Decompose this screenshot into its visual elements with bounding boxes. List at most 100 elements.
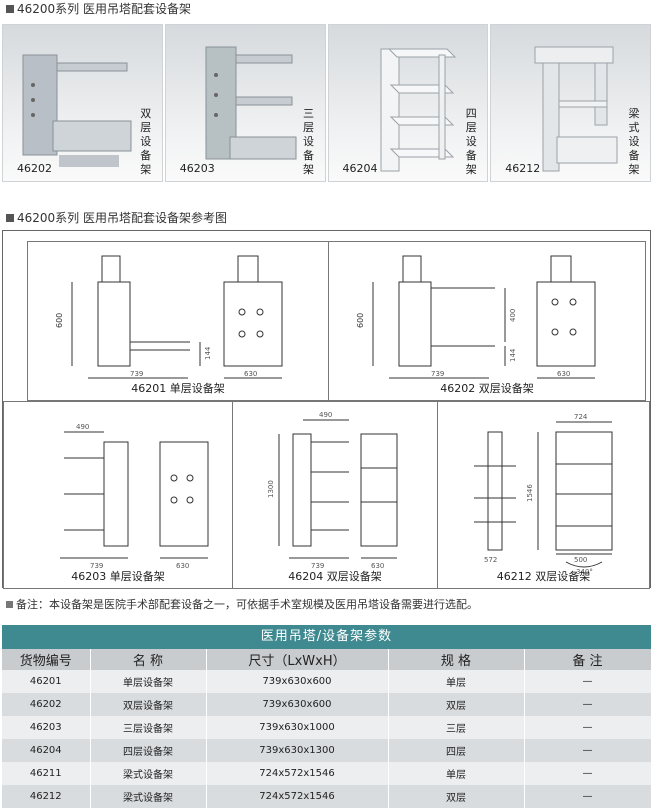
drawing-46204: 490 1300 739 630 46204 双层设备架 — [232, 401, 438, 589]
product-photo-46202: 46202 双层设备架 — [2, 24, 163, 182]
dim-label: 630 — [557, 370, 570, 378]
table-cell: 单层 — [388, 762, 525, 785]
table-cell: 46201 — [2, 670, 91, 693]
photo-label: 双层设备架 — [140, 107, 152, 176]
table-cell: 46204 — [2, 739, 91, 762]
table-row: 46204 四层设备架 739x630x1300 四层 — — [2, 739, 652, 762]
table-cell: 单层 — [388, 670, 525, 693]
drawing-46204-art: 490 1300 739 630 — [267, 411, 398, 570]
table-cell: 724x572x1546 — [206, 762, 389, 785]
dim-label: 600 — [55, 313, 64, 328]
col-header: 备 注 — [524, 649, 652, 670]
table-cell: 双层 — [388, 785, 525, 808]
table-cell: 739x630x600 — [206, 670, 389, 693]
remark-text: 备注：本设备架是医院手术部配套设备之一，可依据手术室规模及医用吊塔设备需要进行选… — [16, 598, 478, 611]
photo-code: 46202 — [17, 162, 52, 175]
drawing-caption: 46201 单层设备架 — [131, 382, 225, 395]
dim-label: 144 — [509, 348, 517, 362]
section-title-text: 46200系列 医用吊塔配套设备架 — [17, 2, 191, 16]
col-header: 规 格 — [388, 649, 525, 670]
col-header: 尺寸（LxWxH） — [206, 649, 389, 670]
triple-shelf-rack-image — [205, 46, 297, 160]
photo-code: 46203 — [179, 162, 215, 175]
col-header: 货物编号 — [2, 649, 91, 670]
table-cell: 46202 — [2, 693, 91, 716]
dim-label: 500 — [574, 556, 587, 564]
reference-drawings: 600 739 630 144 46201 单层设备架 600 739 630 … — [2, 230, 651, 589]
drawing-46212-art: 724 1546 572 500 340° — [474, 413, 613, 576]
table-cell: 46203 — [2, 716, 91, 739]
table-cell: 739x630x600 — [206, 693, 389, 716]
table-cell: — — [524, 762, 652, 785]
dim-label: 490 — [319, 411, 332, 419]
drawing-caption: 46204 双层设备架 — [288, 570, 382, 583]
dim-label: 630 — [244, 370, 257, 378]
product-photo-46203: 46203 三层设备架 — [164, 24, 326, 182]
dim-label: 144 — [204, 346, 212, 360]
table-row: 46202 双层设备架 739x630x600 双层 — — [2, 693, 652, 716]
table-row: 46203 三层设备架 739x630x1000 三层 — — [2, 716, 652, 739]
drawing-caption: 46202 双层设备架 — [440, 382, 534, 395]
table-cell: 739x630x1000 — [206, 716, 389, 739]
product-photo-46204: 46204 四层设备架 — [327, 24, 489, 182]
dim-label: 739 — [130, 370, 143, 378]
product-photo-strip: 46202 双层设备架 46203 三层设备架 46204 四层设备架 — [2, 24, 651, 182]
bullet-square-icon — [6, 213, 14, 222]
params-table: 医用吊塔/设备架参数 货物编号 名 称 尺寸（LxWxH） 规 格 备 注 46… — [2, 625, 652, 808]
photo-code: 46204 — [342, 162, 378, 175]
table-cell: — — [524, 693, 652, 716]
section-title-text: 46200系列 医用吊塔配套设备架参考图 — [17, 211, 227, 225]
dim-label: 400 — [509, 309, 517, 322]
drawing-46203-art: 490 739 630 — [60, 423, 209, 570]
dim-label: 340° — [576, 568, 593, 576]
remark-note: 备注：本设备架是医院手术部配套设备之一，可依据手术室规模及医用吊塔设备需要进行选… — [6, 596, 478, 612]
table-cell: 双层设备架 — [90, 693, 207, 716]
photo-label: 三层设备架 — [303, 107, 314, 176]
table-cell: 46212 — [2, 785, 91, 808]
beam-rack-image — [534, 46, 618, 172]
drawing-caption: 46203 单层设备架 — [71, 570, 165, 583]
drawing-46201-art: 600 739 630 144 — [55, 255, 283, 379]
dim-label: 630 — [371, 562, 384, 570]
params-grid: 货物编号 名 称 尺寸（LxWxH） 规 格 备 注 46201 单层设备架 7… — [2, 649, 652, 808]
dim-label: 572 — [484, 556, 497, 564]
section-title-products: 46200系列 医用吊塔配套设备架 — [6, 0, 191, 17]
dim-label: 724 — [574, 413, 588, 421]
drawing-caption: 46212 双层设备架 — [496, 570, 591, 583]
product-photo-46212: 46212 梁式设备架 — [490, 24, 651, 182]
table-row: 46211 梁式设备架 724x572x1546 单层 — — [2, 762, 652, 785]
table-cell: 724x572x1546 — [206, 785, 389, 808]
table-cell: 梁式设备架 — [90, 785, 207, 808]
drawing-46212: 724 1546 572 500 340° 46212 双层设备架 — [437, 401, 650, 589]
section-title-drawings: 46200系列 医用吊塔配套设备架参考图 — [6, 209, 227, 226]
dim-label: 739 — [90, 562, 103, 570]
table-cell: — — [524, 716, 652, 739]
table-cell: 739x630x1300 — [206, 739, 389, 762]
dim-label: 739 — [311, 562, 324, 570]
table-cell: — — [524, 785, 652, 808]
table-cell: 46211 — [2, 762, 91, 785]
table-row: 46212 梁式设备架 724x572x1546 双层 — — [2, 785, 652, 808]
dim-label: 490 — [76, 423, 89, 431]
table-cell: 四层设备架 — [90, 739, 207, 762]
table-cell: 单层设备架 — [90, 670, 207, 693]
table-header-row: 货物编号 名 称 尺寸（LxWxH） 规 格 备 注 — [2, 649, 652, 670]
drawing-46202: 600 739 630 400 144 46202 双层设备架 — [328, 241, 646, 401]
dim-label: 600 — [356, 313, 365, 328]
four-shelf-rack-image — [380, 48, 456, 172]
table-cell: 梁式设备架 — [90, 762, 207, 785]
double-shelf-rack-image — [22, 54, 132, 167]
col-header: 名 称 — [90, 649, 207, 670]
photo-label: 梁式设备架 — [628, 107, 640, 176]
dim-label: 739 — [431, 370, 444, 378]
table-cell: — — [524, 739, 652, 762]
dim-label: 1300 — [267, 480, 275, 498]
photo-label: 四层设备架 — [465, 107, 477, 176]
table-title: 医用吊塔/设备架参数 — [2, 625, 651, 649]
table-cell: 三层设备架 — [90, 716, 207, 739]
drawing-46201: 600 739 630 144 46201 单层设备架 — [27, 241, 329, 401]
dim-label: 1546 — [526, 484, 534, 502]
dim-label: 630 — [176, 562, 189, 570]
bullet-square-icon — [6, 600, 13, 608]
photo-code: 46212 — [505, 162, 541, 175]
